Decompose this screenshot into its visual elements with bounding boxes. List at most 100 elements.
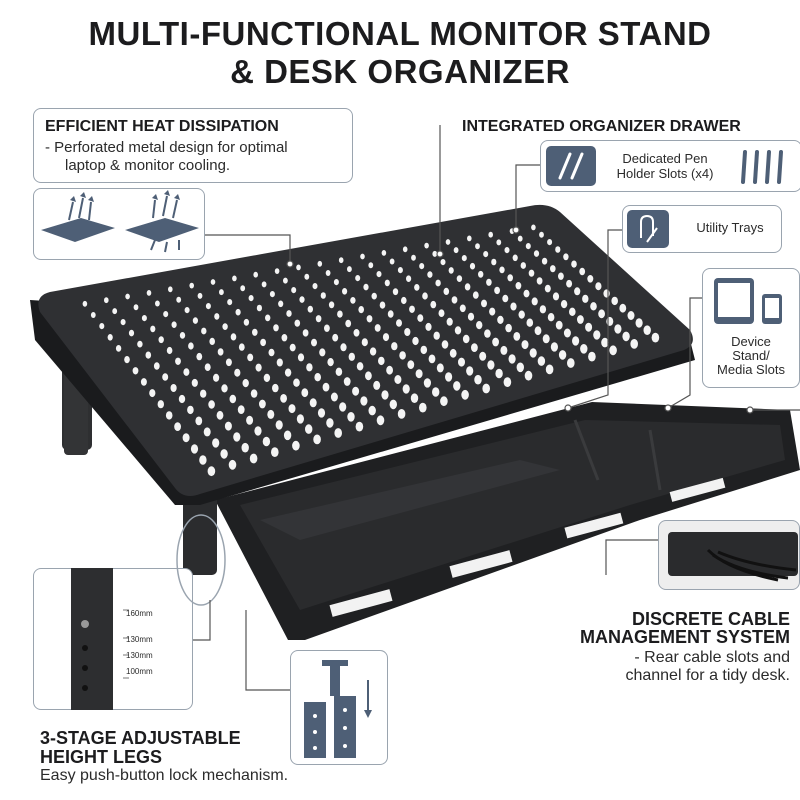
perforation-hole [337, 310, 343, 318]
perforation-hole [163, 311, 169, 318]
perforation-hole [518, 310, 525, 319]
perforation-hole [104, 297, 109, 304]
perforation-hole [515, 282, 522, 290]
perforation-hole [494, 286, 500, 295]
perforation-hole [234, 368, 241, 377]
cable-desc-2: channel for a tidy desk. [625, 667, 790, 684]
perforation-hole [324, 324, 330, 332]
cable-detail-image [668, 532, 798, 582]
perforation-hole [475, 243, 480, 250]
perforation-hole [502, 294, 509, 303]
perforation-hole [176, 296, 182, 303]
perforation-hole [601, 337, 609, 348]
perforation-hole [112, 308, 118, 315]
legs-heading-1: 3-STAGE ADJUSTABLE [40, 728, 241, 748]
perforation-hole [107, 334, 113, 341]
perforation-hole [299, 296, 305, 303]
perforation-hole [330, 392, 338, 402]
perforation-hole [381, 250, 387, 256]
perforation-hole [507, 274, 513, 282]
perforation-hole [309, 398, 317, 408]
perforation-hole [389, 399, 397, 410]
perforation-hole [317, 408, 326, 418]
perforation-hole [451, 296, 458, 304]
perforation-hole [378, 356, 385, 366]
perforation-hole [406, 275, 412, 283]
perforation-hole [256, 304, 262, 312]
perforation-hole [158, 336, 164, 344]
page-title-line-2: & DESK ORGANIZER [230, 53, 570, 90]
perforation-hole [505, 323, 512, 333]
perforation-hole [241, 442, 249, 453]
perforation-hole [192, 317, 198, 324]
perforation-hole [188, 342, 194, 350]
height-mark-3: 130mm [126, 651, 153, 660]
perforation-hole [166, 346, 173, 355]
perforation-hole [555, 246, 561, 253]
perforation-hole [627, 311, 635, 320]
perforation-hole [547, 239, 553, 246]
perforation-hole [422, 292, 428, 300]
perforation-hole [227, 299, 233, 306]
perforation-hole [555, 320, 563, 330]
heat-dissipation-callout [33, 108, 353, 183]
perforation-hole [409, 305, 415, 313]
perforation-hole [376, 415, 385, 426]
perforation-hole [574, 287, 581, 296]
perforation-hole [474, 374, 482, 385]
perforation-hole [224, 421, 232, 431]
perforation-hole [469, 262, 476, 270]
perforation-hole [430, 300, 437, 309]
perforation-hole [196, 352, 203, 361]
perforation-hole [199, 455, 207, 465]
perforation-hole [255, 363, 262, 372]
perforation-hole [322, 382, 330, 392]
perforation-hole [391, 342, 398, 351]
perforation-hole [531, 224, 536, 231]
perforation-hole [567, 358, 575, 368]
perforation-hole [250, 389, 258, 398]
perforation-hole [410, 393, 419, 404]
drawer-slot [329, 589, 393, 617]
perforation-hole [183, 368, 190, 376]
perforation-hole [216, 410, 224, 420]
perforation-hole [207, 466, 216, 477]
perforation-hole [609, 345, 617, 356]
perforation-hole [242, 379, 249, 388]
perforation-hole [374, 324, 381, 332]
perforation-hole [453, 247, 459, 254]
perforation-hole [283, 430, 292, 441]
perforation-hole [524, 370, 533, 381]
perforation-hole [174, 422, 182, 431]
perforation-hole [345, 319, 352, 328]
perforation-hole [492, 337, 499, 347]
perforation-hole [178, 394, 186, 404]
perforation-hole [539, 231, 544, 238]
perforation-hole [384, 279, 390, 287]
perforation-hole [517, 235, 523, 242]
perforation-hole [534, 326, 542, 336]
perforation-hole [187, 405, 194, 415]
perforation-hole [467, 235, 472, 242]
perforation-hole [528, 269, 535, 277]
perforation-hole [503, 377, 512, 387]
perforation-hole [205, 303, 211, 310]
perforation-hole [440, 396, 448, 407]
perforation-hole [558, 350, 567, 360]
perforation-hole [165, 411, 173, 420]
perforation-hole [433, 331, 440, 340]
perforation-hole [419, 263, 425, 270]
perforation-holes [82, 224, 660, 477]
perforation-hole [458, 357, 465, 367]
perforation-hole [334, 428, 343, 438]
perforation-hole [133, 304, 139, 311]
perforation-hole [182, 433, 190, 443]
perforation-hole [153, 362, 160, 370]
perforation-hole [286, 310, 292, 317]
perforation-hole [228, 459, 237, 470]
perforation-hole [572, 336, 580, 346]
perforation-hole [479, 351, 487, 361]
perforation-hole [462, 334, 470, 344]
perforation-hole [247, 353, 254, 362]
legs-heading-2: HEIGHT LEGS [40, 747, 163, 767]
